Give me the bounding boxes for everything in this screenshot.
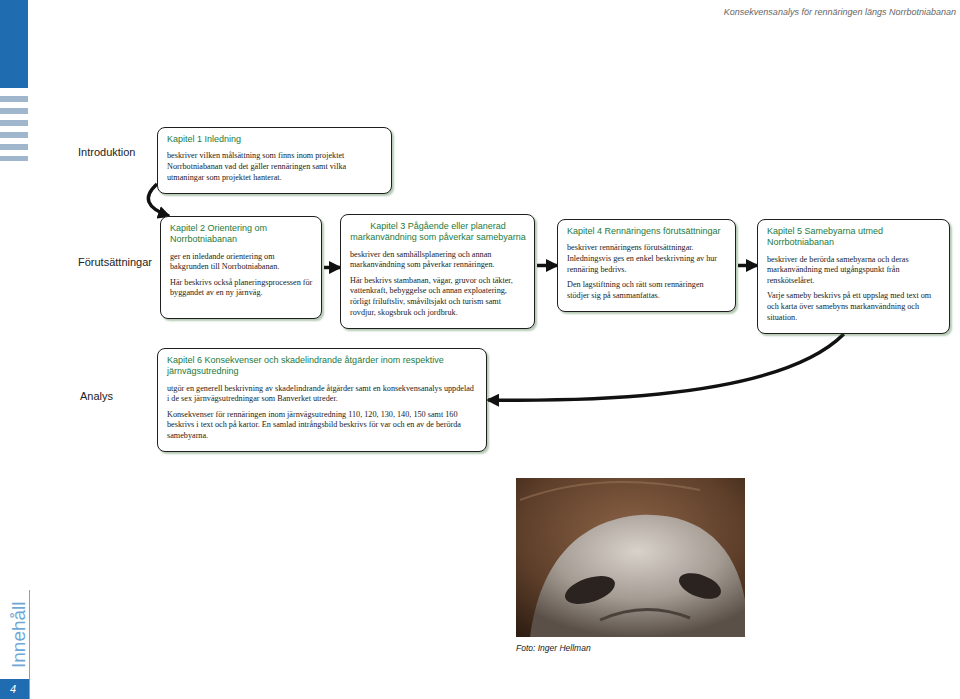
flow-arrow bbox=[148, 184, 169, 216]
chapter-text: Här beskrivs stambanan, vägar, gruvor oc… bbox=[350, 276, 526, 319]
flow-arrow bbox=[324, 266, 340, 270]
chapter-heading: Kapitel 1 Inledning bbox=[167, 134, 383, 145]
chapter-heading: Kapitel 2 Orientering om Norrbotniabanan bbox=[170, 223, 313, 246]
side-stripe bbox=[0, 120, 28, 126]
chapter-text: beskriver de berörda samebyarna och dera… bbox=[767, 255, 941, 287]
chapter-text: ger en inledande orientering om bakgrund… bbox=[170, 252, 313, 273]
chapter-text: beskriver rennäringens förutsättningar. … bbox=[567, 243, 727, 275]
chapter-heading: Kapitel 4 Rennäringens förutsättningar bbox=[567, 226, 727, 237]
flow-arrow bbox=[537, 264, 557, 268]
chapter-text: Konsekvenser för rennäringen inom järnvä… bbox=[167, 410, 478, 442]
chapter-heading: Kapitel 5 Samebyarna utmed Norrbotniaban… bbox=[767, 226, 941, 249]
reindeer-photo bbox=[516, 478, 745, 637]
flow-arrow bbox=[738, 264, 757, 268]
chapter-text: Den lagstiftning och rätt som rennäringe… bbox=[567, 280, 727, 301]
chapter-text: utgör en generell beskrivning av skadeli… bbox=[167, 384, 478, 405]
side-title: Innehåll bbox=[8, 601, 30, 668]
chapter-box: Kapitel 3 Pågående eller planerad markan… bbox=[340, 214, 535, 329]
chapter-heading: Kapitel 6 Konsekvenser och skadelindrand… bbox=[167, 355, 478, 378]
chapter-text: Här beskrivs också planeringsprocessen f… bbox=[170, 278, 313, 299]
side-stripe bbox=[0, 132, 28, 138]
side-rule bbox=[29, 590, 30, 699]
chapter-box: Kapitel 6 Konsekvenser och skadelindrand… bbox=[157, 348, 487, 452]
page-number: 4 bbox=[10, 683, 16, 695]
chapter-box: Kapitel 4 Rennäringens förutsättningar be… bbox=[557, 219, 736, 312]
side-bar bbox=[0, 0, 28, 88]
side-stripe bbox=[0, 144, 28, 150]
page-number-bar bbox=[0, 679, 29, 699]
row-label: Introduktion bbox=[78, 146, 135, 158]
running-header: Konsekvensanalys för rennäringen längs N… bbox=[560, 7, 956, 17]
chapter-text: Varje sameby beskrivs på ett uppslag med… bbox=[767, 291, 941, 323]
side-stripe bbox=[0, 108, 28, 114]
chapter-box: Kapitel 5 Samebyarna utmed Norrbotniaban… bbox=[757, 219, 950, 334]
row-label: Analys bbox=[80, 390, 113, 402]
chapter-box: Kapitel 2 Orientering om Norrbotniabanan… bbox=[160, 216, 322, 319]
side-stripe bbox=[0, 96, 28, 102]
photo-caption: Foto: Inger Hellman bbox=[516, 643, 591, 653]
row-label: Förutsättningar bbox=[78, 256, 152, 268]
chapter-text: beskriver den samhällsplanering och anna… bbox=[350, 250, 526, 271]
side-stripe bbox=[0, 156, 28, 161]
chapter-box: Kapitel 1 Inledning beskriver vilken måls… bbox=[157, 127, 392, 194]
flow-arrow bbox=[488, 334, 844, 400]
chapter-heading: Kapitel 3 Pågående eller planerad markan… bbox=[350, 221, 526, 244]
chapter-text: beskriver vilken målsättning som finns i… bbox=[167, 151, 383, 183]
